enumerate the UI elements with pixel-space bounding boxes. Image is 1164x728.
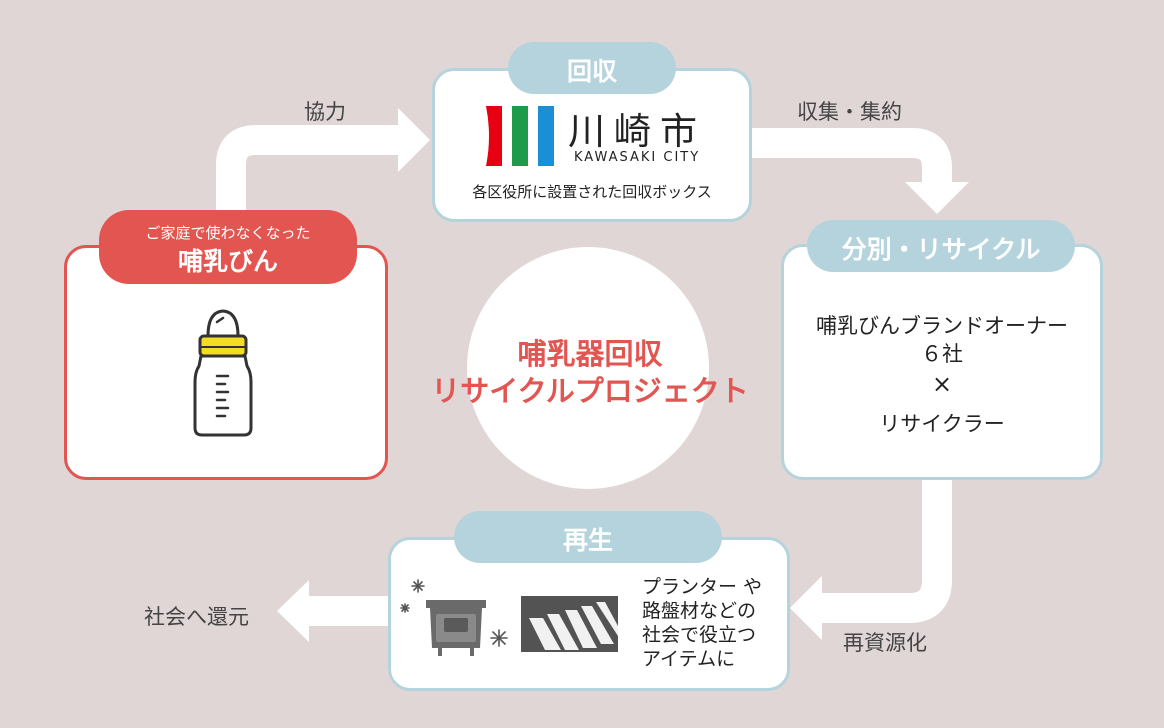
arrow-return-head bbox=[277, 580, 309, 642]
collect-caption: 各区役所に設置された回収ボックス bbox=[472, 183, 712, 201]
sort-line1: 哺乳びんブランドオーナー bbox=[816, 314, 1068, 338]
collect-tag bbox=[508, 42, 676, 94]
project-title-line1: 哺乳器回収 bbox=[517, 337, 663, 371]
project-title-line2: リサイクルプロジェクト bbox=[431, 374, 749, 408]
logo-kanji: 川崎市 bbox=[568, 110, 706, 153]
sort-tag-label: 分別・リサイクル bbox=[841, 235, 1041, 264]
home-tag bbox=[99, 210, 357, 284]
regen-tag bbox=[454, 511, 722, 563]
center-circle bbox=[467, 247, 709, 489]
regen-line1: プランター や bbox=[642, 576, 763, 598]
arrow-gather bbox=[752, 128, 952, 188]
home-title: 哺乳びん bbox=[177, 247, 278, 276]
sort-line4: リサイクラー bbox=[879, 412, 1005, 436]
planter-icon bbox=[400, 579, 508, 656]
crosswalk-image bbox=[521, 596, 618, 652]
arrow-reresource-head bbox=[790, 576, 822, 640]
regen-line3: 社会で役立つ bbox=[642, 624, 757, 646]
sort-tag bbox=[807, 220, 1075, 272]
regen-line2: 路盤材などの bbox=[642, 600, 757, 622]
arrow-cooperate bbox=[216, 125, 402, 215]
baby-bottle-icon bbox=[193, 309, 253, 437]
label-gather: 収集・集約 bbox=[797, 100, 902, 124]
sparkle-icon bbox=[490, 629, 508, 647]
kawasaki-logo-icon bbox=[486, 106, 554, 166]
home-subtitle: ご家庭で使わなくなった bbox=[145, 224, 311, 242]
sort-line3: × bbox=[931, 370, 953, 398]
sparkle-icon bbox=[411, 579, 425, 593]
arrow-cooperate-head bbox=[398, 108, 430, 172]
collect-tag-label: 回収 bbox=[566, 57, 617, 86]
regen-tag-label: 再生 bbox=[562, 526, 613, 555]
sparkle-icon bbox=[400, 603, 410, 613]
arrow-gather-head bbox=[905, 182, 969, 214]
sort-line2: ６社 bbox=[921, 342, 963, 366]
logo-roman: KAWASAKI CITY bbox=[574, 150, 701, 165]
label-reresource: 再資源化 bbox=[843, 631, 927, 655]
arrow-reresource bbox=[818, 478, 952, 623]
label-return: 社会へ還元 bbox=[144, 605, 249, 629]
label-cooperate: 協力 bbox=[304, 100, 346, 124]
regen-line4: アイテムに bbox=[642, 648, 736, 670]
